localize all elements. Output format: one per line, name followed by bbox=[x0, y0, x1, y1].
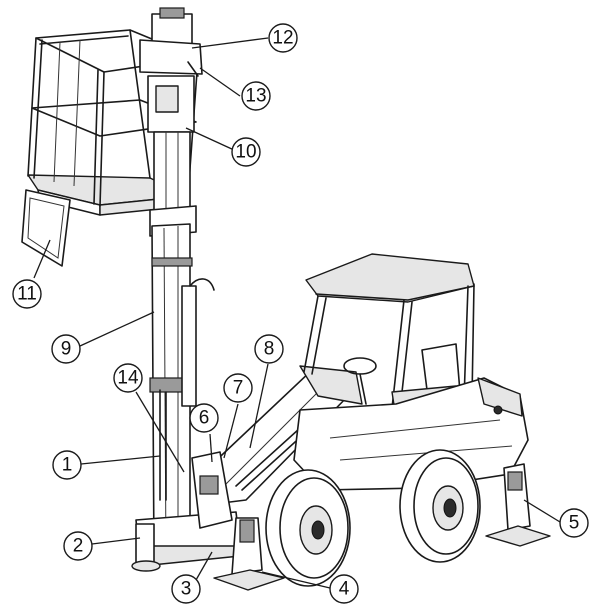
callout-8: 8 bbox=[254, 334, 284, 364]
callout-8-label: 8 bbox=[264, 339, 275, 360]
callout-2: 2 bbox=[63, 531, 93, 561]
callout-7: 7 bbox=[223, 373, 253, 403]
callout-1: 1 bbox=[52, 450, 82, 480]
callout-1-label: 1 bbox=[62, 455, 73, 476]
callout-4: 4 bbox=[329, 574, 359, 604]
callout-13-label: 13 bbox=[245, 86, 266, 107]
callout-5: 5 bbox=[559, 508, 589, 538]
callout-14-label: 14 bbox=[117, 368, 139, 389]
callout-10: 10 bbox=[231, 137, 261, 167]
platform-basket bbox=[21, 29, 199, 267]
callout-11-label: 11 bbox=[17, 284, 37, 305]
wheel-front bbox=[265, 469, 351, 587]
loader-boom bbox=[191, 365, 363, 529]
callout-11: 11 bbox=[12, 279, 42, 309]
callout-13: 13 bbox=[241, 81, 271, 111]
callout-12-label: 12 bbox=[272, 28, 293, 49]
callout-3-label: 3 bbox=[181, 579, 192, 600]
callout-4-label: 4 bbox=[339, 579, 350, 600]
lifting-mast bbox=[139, 7, 215, 561]
callout-6-label: 6 bbox=[199, 408, 210, 429]
callout-10-label: 10 bbox=[235, 142, 256, 163]
callout-14: 14 bbox=[113, 363, 143, 393]
callout-6: 6 bbox=[189, 403, 219, 433]
chassis-body bbox=[293, 377, 551, 547]
leader-lines bbox=[33, 37, 561, 589]
callout-9: 9 bbox=[51, 334, 81, 364]
callout-9-label: 9 bbox=[61, 339, 72, 360]
callout-2-label: 2 bbox=[73, 536, 84, 557]
callout-12: 12 bbox=[268, 23, 298, 53]
wheel-rear bbox=[399, 449, 481, 563]
callout-5-label: 5 bbox=[569, 513, 580, 534]
callout-7-label: 7 bbox=[233, 378, 244, 399]
callout-3: 3 bbox=[171, 574, 201, 604]
